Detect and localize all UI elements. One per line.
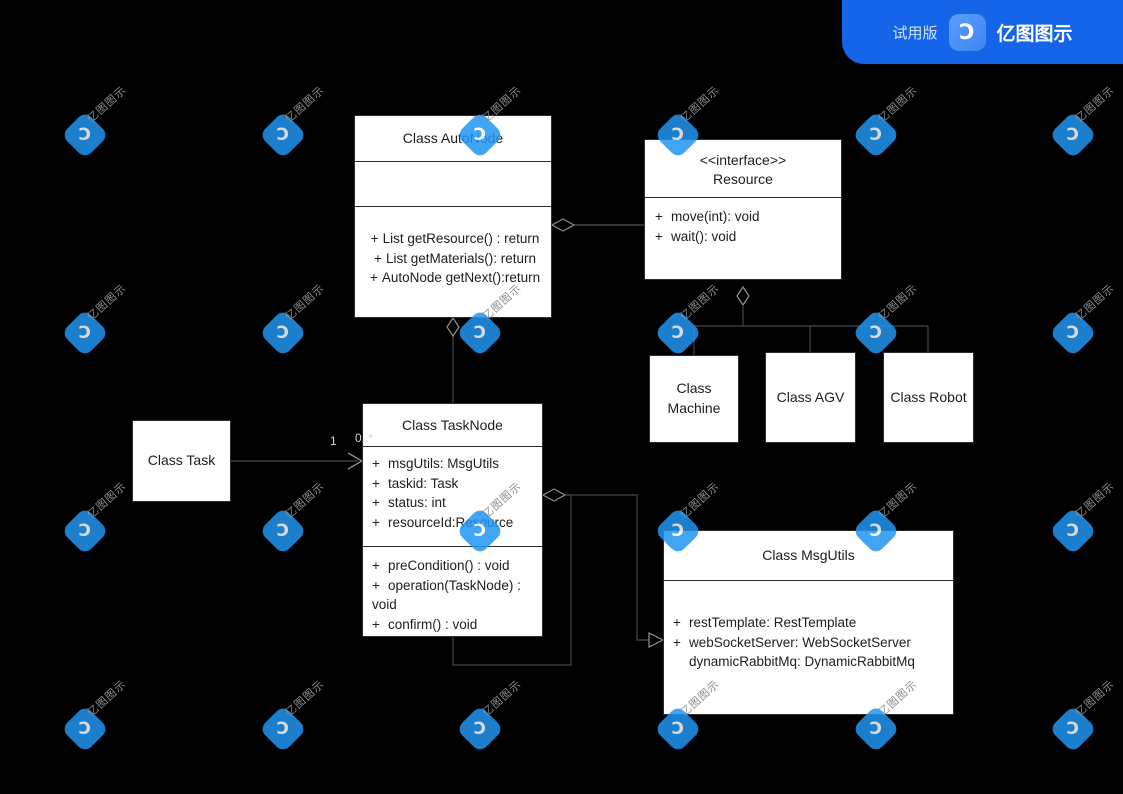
machine-class-name: Class Machine [667, 380, 721, 416]
resource-operation-row: + wait(): void [655, 227, 831, 247]
autonode-operations-section: +List getResource() : return +List getMa… [355, 206, 551, 318]
resource-operation-row: + move(int): void [655, 207, 831, 227]
class-box-autonode[interactable]: Class AutoNode +List getResource() : ret… [354, 115, 552, 318]
tasknode-attribute-row: + msgUtils: MsgUtils [372, 454, 532, 474]
visibility-marker: + [673, 615, 681, 630]
attribute-text: status: int [388, 495, 446, 511]
visibility-marker: + [372, 475, 380, 491]
attribute-text: webSocketServer: WebSocketServer [689, 634, 911, 650]
relationship-task-tasknode [231, 452, 364, 470]
attribute-text: taskid: Task [388, 475, 459, 491]
operation-text: wait(): void [671, 228, 737, 244]
autonode-attributes-section [355, 161, 551, 206]
msgutils-attributes-section: + restTemplate: RestTemplate + webSocketSe… [664, 580, 953, 715]
trial-label: 试用版 [892, 23, 938, 42]
relationship-autonode-tasknode [446, 316, 460, 403]
tasknode-operations-section: +preCondition() : void +operation(TaskNo… [363, 546, 542, 637]
visibility-marker: + [372, 495, 380, 511]
operation-text: operation(TaskNode) : void [372, 577, 521, 613]
operation-text: List getMaterials(): return [385, 250, 537, 266]
operation-text: AutoNode getNext():return [381, 270, 541, 286]
tasknode-attribute-row: + taskid: Task [372, 474, 532, 494]
operation-text: confirm() : void [388, 616, 478, 632]
autonode-class-name: Class AutoNode [402, 130, 504, 146]
visibility-marker: + [372, 514, 380, 530]
relationship-tasknode-msgutils [541, 488, 665, 648]
tasknode-operation-row: + confirm() : void [372, 615, 532, 635]
tasknode-operation-row: +operation(TaskNode) : void [372, 576, 532, 615]
multiplicity-target-label: 0..* [355, 431, 374, 445]
brand-name-label: 亿图图示 [996, 22, 1073, 45]
resource-operations-section: + move(int): void + wait(): void [645, 197, 841, 280]
relationship-resource-subclasses [693, 285, 929, 355]
attribute-text: msgUtils: MsgUtils [388, 456, 500, 471]
tasknode-attributes-section: + msgUtils: MsgUtils + taskid: Task + statu… [363, 446, 542, 546]
visibility-marker: + [369, 270, 378, 286]
class-box-resource[interactable]: <<interface>> Resource + move(int): void … [644, 139, 842, 280]
msgutils-attribute-row: dynamicRabbitMq: DynamicRabbitMq [673, 652, 943, 672]
autonode-operation-row: +List getResource() : return [365, 229, 541, 249]
robot-class-name: Class Robot [890, 388, 967, 405]
visibility-marker: + [372, 558, 380, 573]
visibility-marker: + [673, 634, 681, 650]
agv-class-name: Class AGV [776, 388, 845, 405]
resource-class-name: Resource [713, 170, 773, 187]
visibility-marker: + [374, 250, 382, 266]
visibility-marker: + [372, 616, 380, 632]
resource-title-section: <<interface>> Resource [645, 140, 841, 197]
tasknode-operation-row: + preCondition() : void [372, 556, 532, 576]
msgutils-class-name: Class MsgUtils [762, 547, 855, 563]
edraw-logo-icon: Ɔ [948, 13, 986, 51]
class-box-agv[interactable]: Class AGV [765, 352, 856, 443]
class-box-machine[interactable]: Class Machine [649, 355, 739, 443]
visibility-marker: + [372, 577, 380, 593]
autonode-operation-row: +AutoNode getNext():return [365, 268, 541, 288]
msgutils-attribute-row: + webSocketServer: WebSocketServer [673, 633, 943, 653]
msgutils-attribute-row: + restTemplate: RestTemplate [673, 613, 943, 633]
class-box-tasknode[interactable]: Class TaskNode + msgUtils: MsgUtils + task… [362, 403, 543, 637]
trial-version-banner[interactable]: 试用版 Ɔ 亿图图示 [842, 0, 1123, 64]
visibility-marker: + [655, 209, 663, 224]
visibility-marker: + [372, 456, 380, 471]
relationship-autonode-resource [550, 218, 644, 232]
task-class-name: Class Task [147, 452, 216, 469]
multiplicity-source-label: 1 [330, 434, 337, 448]
tasknode-attribute-row: + resourceId:Resource [372, 513, 532, 533]
class-box-robot[interactable]: Class Robot [883, 352, 974, 443]
tasknode-attribute-row: + status: int [372, 493, 532, 513]
attribute-text: resourceId:Resource [388, 514, 514, 530]
class-box-msgutils[interactable]: Class MsgUtils + restTemplate: RestTempla… [663, 530, 954, 715]
visibility-marker: + [655, 228, 663, 244]
attribute-text: restTemplate: RestTemplate [689, 615, 857, 630]
autonode-operation-row: +List getMaterials(): return [365, 249, 541, 269]
class-box-task[interactable]: Class Task [132, 420, 231, 502]
msgutils-title-section: Class MsgUtils [664, 531, 953, 580]
attribute-text: dynamicRabbitMq: DynamicRabbitMq [689, 654, 915, 670]
relationship-tasknode-self [452, 494, 572, 666]
visibility-marker: + [370, 231, 379, 246]
resource-stereotype: <<interface>> [699, 152, 787, 168]
tasknode-class-name: Class TaskNode [402, 417, 503, 433]
operation-text: move(int): void [671, 209, 760, 224]
operation-text: preCondition() : void [388, 558, 510, 573]
autonode-title-section: Class AutoNode [355, 116, 551, 161]
operation-text: List getResource() : return [382, 231, 540, 246]
tasknode-title-section: Class TaskNode [363, 404, 542, 446]
